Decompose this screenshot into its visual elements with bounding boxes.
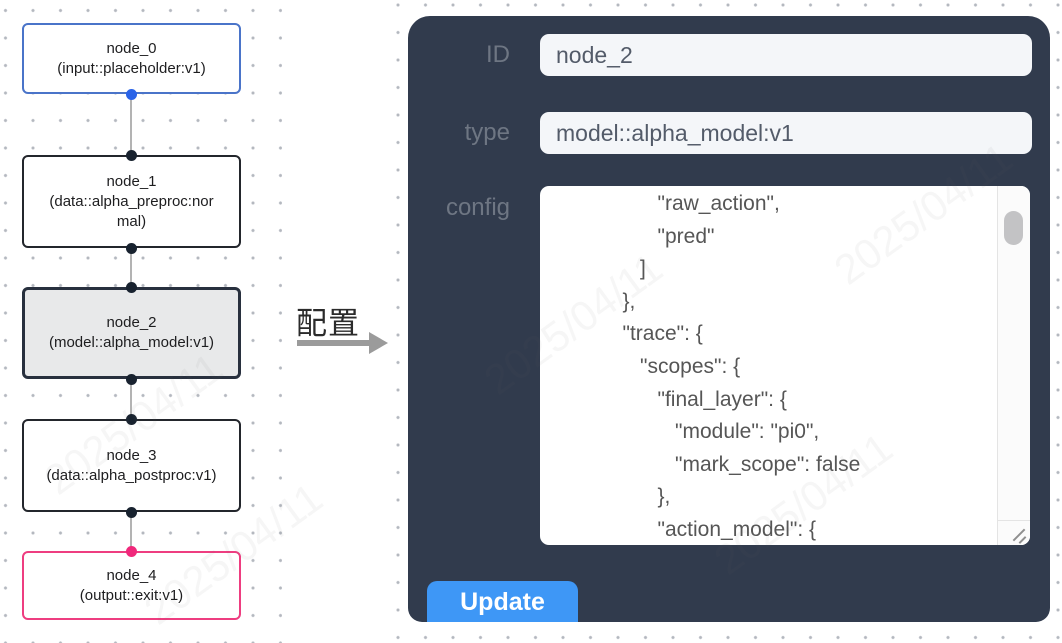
node_1-output-port[interactable] — [126, 243, 137, 254]
type-input[interactable] — [540, 112, 1032, 154]
node-node_2[interactable]: node_2 (model::alpha_model:v1) — [22, 287, 241, 379]
node-title: node_0 — [106, 39, 157, 57]
node-subtitle: (data::alpha_preproc:normal) — [49, 192, 214, 230]
config-scrollbar-thumb[interactable] — [1004, 211, 1023, 245]
edge-node_0-node_1 — [130, 94, 132, 155]
node_4-input-port[interactable] — [126, 546, 137, 557]
config-textarea[interactable]: "raw_action", "pred" ] }, "trace": { "sc… — [540, 186, 1030, 545]
config-field-label: config — [445, 194, 510, 221]
edge-node_3-node_4 — [130, 512, 132, 551]
node-node_3[interactable]: node_3 (data::alpha_postproc:v1) — [22, 419, 241, 512]
edge-node_2-node_3 — [130, 379, 132, 419]
id-field-label: ID — [486, 41, 510, 68]
edge-node_1-node_2 — [130, 248, 132, 287]
node_2-output-port[interactable] — [126, 374, 137, 385]
node_0-output-port[interactable] — [126, 89, 137, 100]
node_2-input-port[interactable] — [126, 282, 137, 293]
node_1-input-port[interactable] — [126, 150, 137, 161]
id-input[interactable] — [540, 34, 1032, 76]
textarea-resize-handle-icon[interactable] — [997, 520, 1030, 545]
type-field-label: type — [464, 119, 510, 146]
node-subtitle: (input::placeholder:v1) — [57, 59, 206, 77]
node-node_1[interactable]: node_1 (data::alpha_preproc:normal) — [22, 155, 241, 248]
node-title: node_3 — [106, 446, 157, 464]
node-node_0[interactable]: node_0 (input::placeholder:v1) — [22, 23, 241, 94]
node-config-panel: ID type config "raw_action", "pred" ] },… — [408, 16, 1050, 622]
node-title: node_2 — [106, 314, 157, 331]
node_3-input-port[interactable] — [126, 414, 137, 425]
node-node_4[interactable]: node_4 (output::exit:v1) — [22, 551, 241, 620]
update-button[interactable]: Update — [427, 581, 578, 622]
node-subtitle: (data::alpha_postproc:v1) — [46, 466, 217, 484]
config-json-content: "raw_action", "pred" ] }, "trace": { "sc… — [622, 192, 861, 541]
node_3-output-port[interactable] — [126, 507, 137, 518]
configure-annotation-label: 配置 — [296, 306, 360, 341]
configure-arrow-line — [297, 340, 371, 346]
configure-arrow-head-icon — [369, 332, 388, 354]
node-title: node_1 — [106, 172, 157, 190]
node-subtitle: (output::exit:v1) — [79, 586, 184, 604]
config-scrollbar-track[interactable] — [997, 186, 1030, 545]
node-subtitle: (model::alpha_model:v1) — [48, 334, 215, 351]
node-title: node_4 — [106, 566, 157, 584]
